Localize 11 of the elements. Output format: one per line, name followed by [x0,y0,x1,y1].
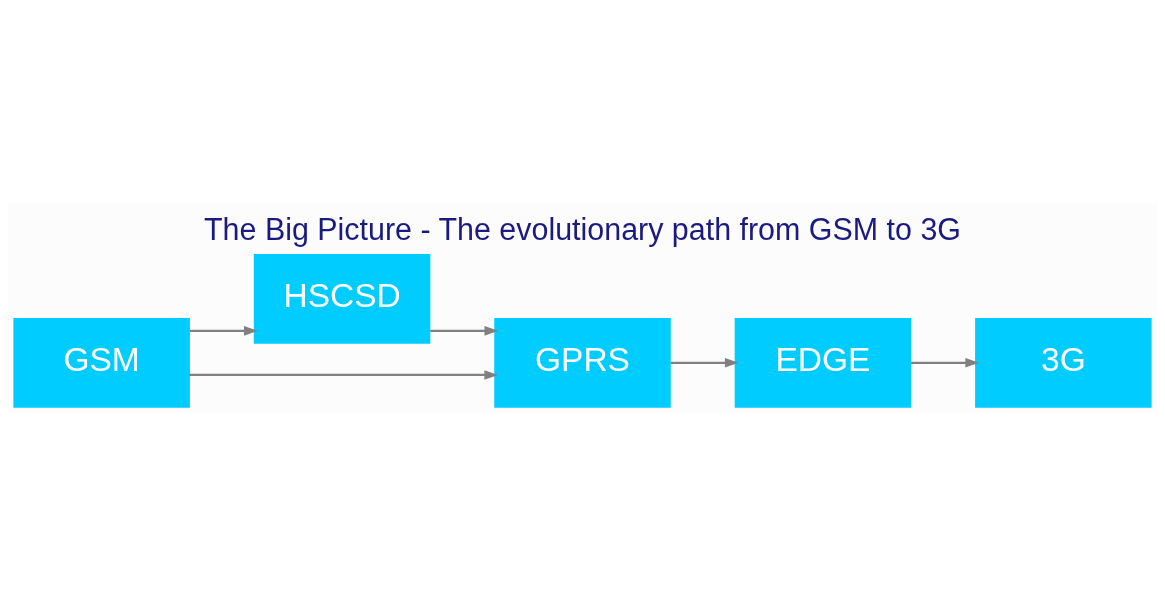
node-box: GPRS [494,317,671,408]
node-box: EDGE [734,317,912,408]
arrow [189,326,258,336]
diagram-title: The Big Picture - The evolutionary path from GSM to 3G [204,211,961,246]
node-box: 3G [975,317,1152,408]
node-box: HSCSD [253,254,431,344]
arrow [430,326,499,336]
arrow [670,358,739,368]
node-box: GSM [13,317,190,408]
arrow [189,370,499,380]
arrow [911,358,980,368]
